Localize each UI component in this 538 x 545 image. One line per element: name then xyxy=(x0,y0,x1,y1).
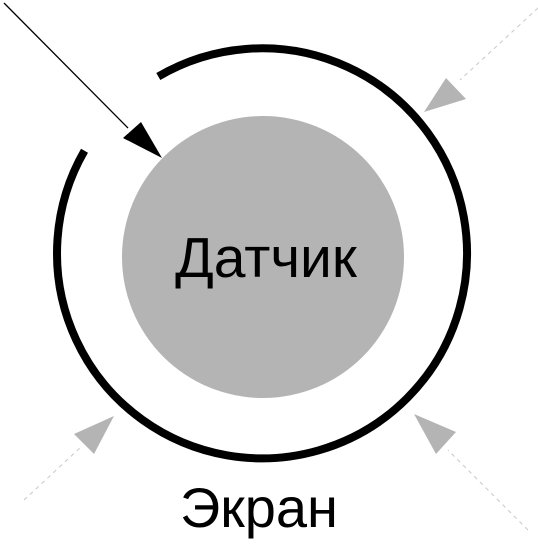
screen-ring xyxy=(53,44,471,463)
deflected-arrow-bottom-left xyxy=(23,416,114,501)
screen-label: Экран xyxy=(180,476,338,539)
deflected-arrow-top-right xyxy=(424,7,538,112)
sensor-label: Датчик xyxy=(175,226,358,290)
deflected-arrow-bottom-right xyxy=(414,414,529,531)
sensor-circle xyxy=(122,116,404,398)
incident-arrow xyxy=(3,2,162,158)
